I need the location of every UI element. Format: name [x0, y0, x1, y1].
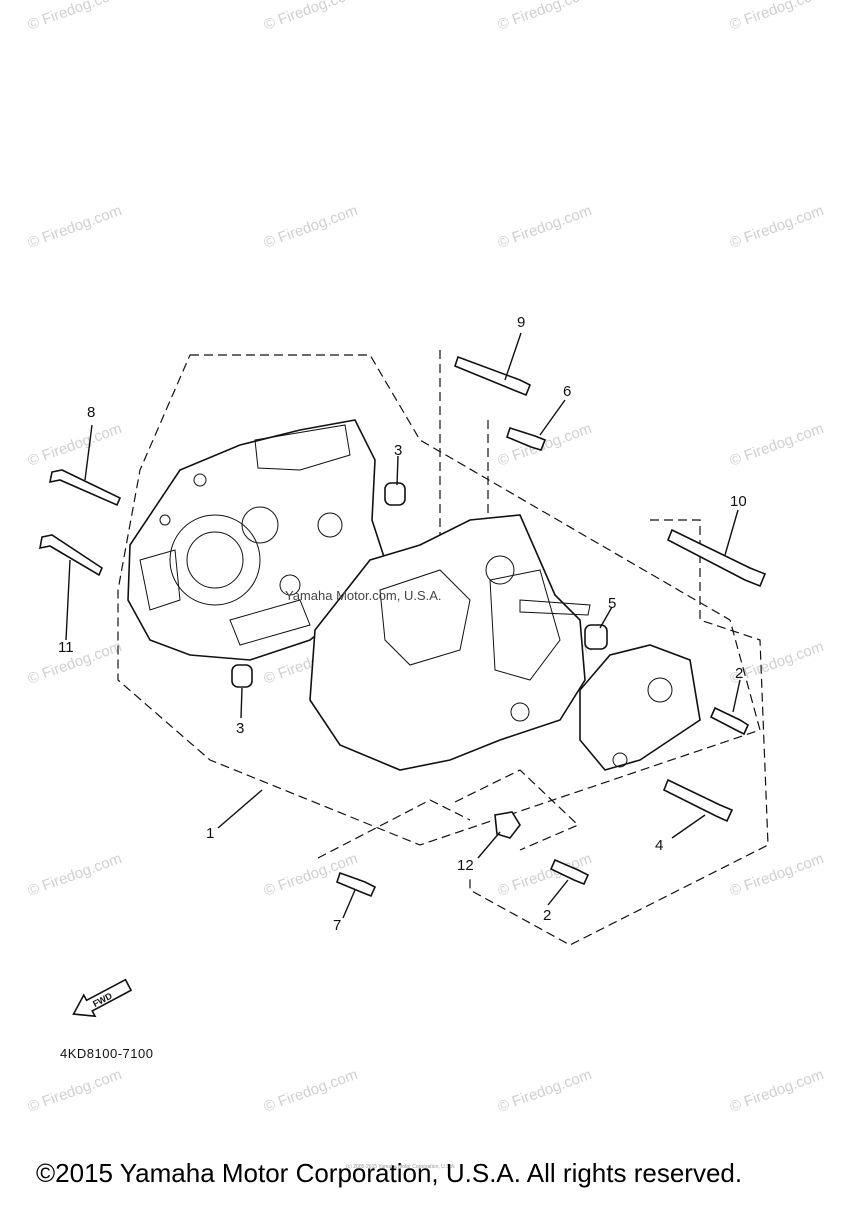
watermark: © Firedog.com	[728, 1066, 826, 1116]
callout-2-bottom: 2	[543, 907, 551, 924]
callout-3-top: 3	[394, 442, 402, 459]
bolt-11	[39, 534, 103, 577]
copyright-notice: ©2015 Yamaha Motor Corporation, U.S.A. A…	[36, 1158, 743, 1188]
bolt-8	[48, 469, 122, 507]
watermark: © Firedog.com	[262, 0, 360, 34]
assembly-box-bolt7	[317, 799, 471, 859]
callout-11: 11	[58, 639, 74, 656]
callout-6: 6	[563, 383, 571, 400]
bolt-10	[666, 528, 767, 588]
watermark: © Firedog.com	[26, 420, 124, 470]
part-code: 4KD8100-7100	[60, 1046, 154, 1061]
watermark: © Firedog.com	[26, 0, 124, 34]
callout-10: 10	[730, 493, 747, 510]
watermark: © Firedog.com	[26, 202, 124, 252]
watermark: © Firedog.com	[728, 202, 826, 252]
bolt-7	[336, 871, 377, 898]
callout-1: 1	[206, 825, 214, 842]
left-crankcase	[127, 419, 386, 661]
right-crankcase: Yamaha Motor.com, U.S.A.	[285, 514, 591, 771]
dowel-3b	[231, 664, 253, 688]
fwd-arrow: FWD	[72, 978, 133, 1018]
watermark: © Firedog.com	[496, 1066, 594, 1116]
bolt-2a	[709, 706, 750, 736]
assembly-outlines	[117, 350, 769, 946]
leader-lines	[65, 332, 741, 919]
clip-12	[494, 811, 521, 839]
watermark: © Firedog.com	[26, 850, 124, 900]
callout-8: 8	[87, 404, 95, 421]
assembly-box-12	[454, 769, 580, 851]
callout-3-bottom: 3	[236, 720, 244, 737]
bolt-2b	[549, 858, 590, 886]
callout-4: 4	[655, 837, 663, 854]
callout-labels: 1 2 2 3 3 4 5 6 7 8 9 10 11 12	[58, 314, 747, 934]
crankcase-cover	[579, 644, 701, 771]
tiny-copyright: (c) 2005-2015 Yamaha Motor Corporation, …	[346, 1164, 456, 1170]
watermark: © Firedog.com	[728, 0, 826, 34]
watermark: © Firedog.com	[262, 202, 360, 252]
callout-7: 7	[333, 917, 341, 934]
bolt-4	[662, 778, 734, 823]
callout-2-top: 2	[735, 665, 743, 682]
watermark: © Firedog.com	[496, 0, 594, 34]
watermark: © Firedog.com	[26, 638, 124, 688]
callout-9: 9	[517, 314, 525, 331]
watermark: © Firedog.com	[262, 1066, 360, 1116]
dowel-3a	[384, 482, 406, 506]
assembly-box-main	[117, 354, 761, 846]
assembly-box-right	[469, 519, 769, 946]
watermark: © Firedog.com	[496, 202, 594, 252]
fasteners	[39, 355, 767, 898]
watermark: © Firedog.com	[728, 850, 826, 900]
bolt-9	[454, 355, 532, 397]
watermark: © Firedog.com	[26, 1066, 124, 1116]
bolt-6	[506, 426, 547, 451]
dowel-5	[584, 624, 608, 650]
callout-5: 5	[608, 595, 616, 612]
watermark: © Firedog.com	[728, 420, 826, 470]
callout-12: 12	[457, 857, 474, 874]
embedded-label: Yamaha Motor.com, U.S.A.	[285, 588, 442, 603]
